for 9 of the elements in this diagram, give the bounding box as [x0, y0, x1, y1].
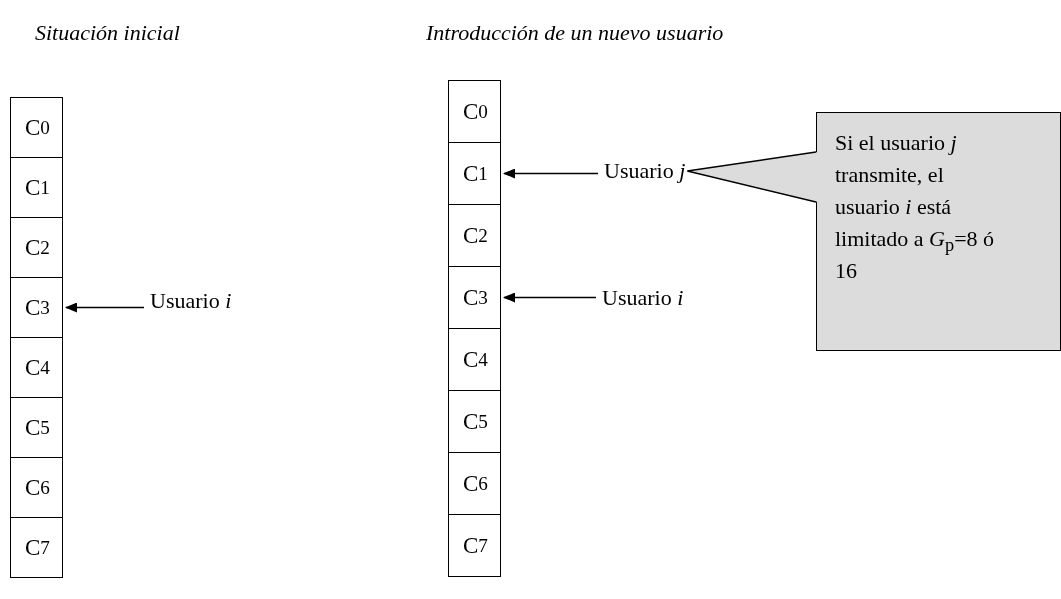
arrow — [503, 168, 599, 179]
callout-box: Si el usuario j transmite, el usuario i está limitado a G$_{p}$=8 ó 16 — [816, 112, 1061, 351]
arrow — [503, 292, 597, 303]
arrow — [65, 302, 145, 313]
column-heading: Introducción de un nuevo usuario — [426, 20, 724, 46]
user-label: Usuario i — [150, 288, 232, 314]
user-label: Usuario i — [602, 285, 684, 311]
user-label: Usuario j — [604, 158, 686, 184]
column-heading: Situación inicial — [35, 20, 180, 46]
